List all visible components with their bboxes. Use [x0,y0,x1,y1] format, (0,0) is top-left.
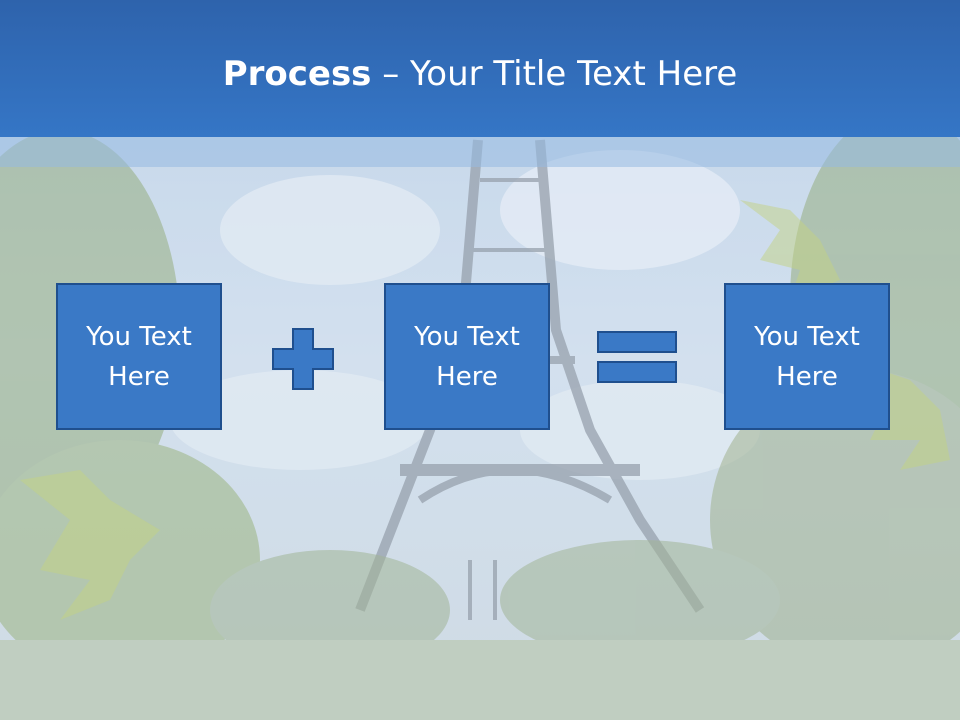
plus-icon [272,328,334,390]
text-box-2-label: You Text Here [414,321,520,392]
text-box-2[interactable]: You Text Here [384,283,550,430]
text-box-1[interactable]: You Text Here [56,283,222,430]
text-box-1-label: You Text Here [86,321,192,392]
title-rest: – Your Title Text Here [371,54,738,94]
title-bar [0,0,960,137]
title-bold: Process [222,54,372,94]
text-box-3[interactable]: You Text Here [724,283,890,430]
slide-title[interactable]: Process – Your Title Text Here [0,52,960,96]
title-band [0,137,960,167]
text-box-3-label: You Text Here [754,321,860,392]
equals-icon [597,331,677,383]
